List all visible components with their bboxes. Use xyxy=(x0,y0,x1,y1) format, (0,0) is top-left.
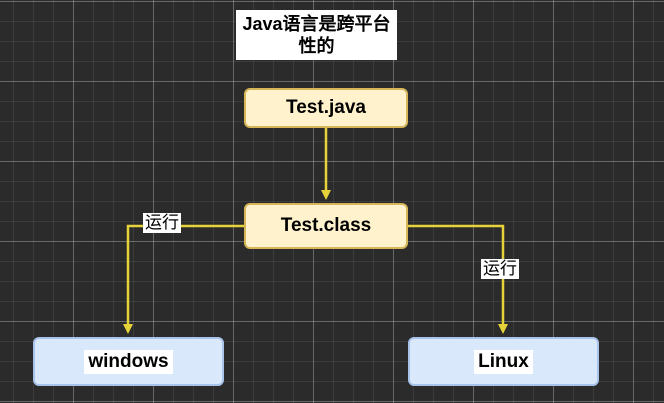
node-windows-label: windows xyxy=(84,349,173,374)
node-test-java[interactable]: Test.java xyxy=(244,88,408,128)
edge-class-to-windows xyxy=(123,224,244,334)
node-test-class-label: Test.class xyxy=(280,215,372,236)
diagram-title: Java语言是跨平台性的 xyxy=(236,10,397,60)
edge-label-run-windows: 运行 xyxy=(143,213,181,233)
node-linux[interactable]: Linux xyxy=(408,337,599,386)
node-windows[interactable]: windows xyxy=(33,337,224,386)
node-test-java-label: Test.java xyxy=(286,97,366,118)
diagram-title-text: Java语言是跨平台性的 xyxy=(242,14,391,56)
edge-class-to-linux xyxy=(408,224,508,334)
node-linux-label: Linux xyxy=(474,349,533,374)
edge-label-run-linux: 运行 xyxy=(481,259,519,279)
node-test-class[interactable]: Test.class xyxy=(244,203,408,249)
